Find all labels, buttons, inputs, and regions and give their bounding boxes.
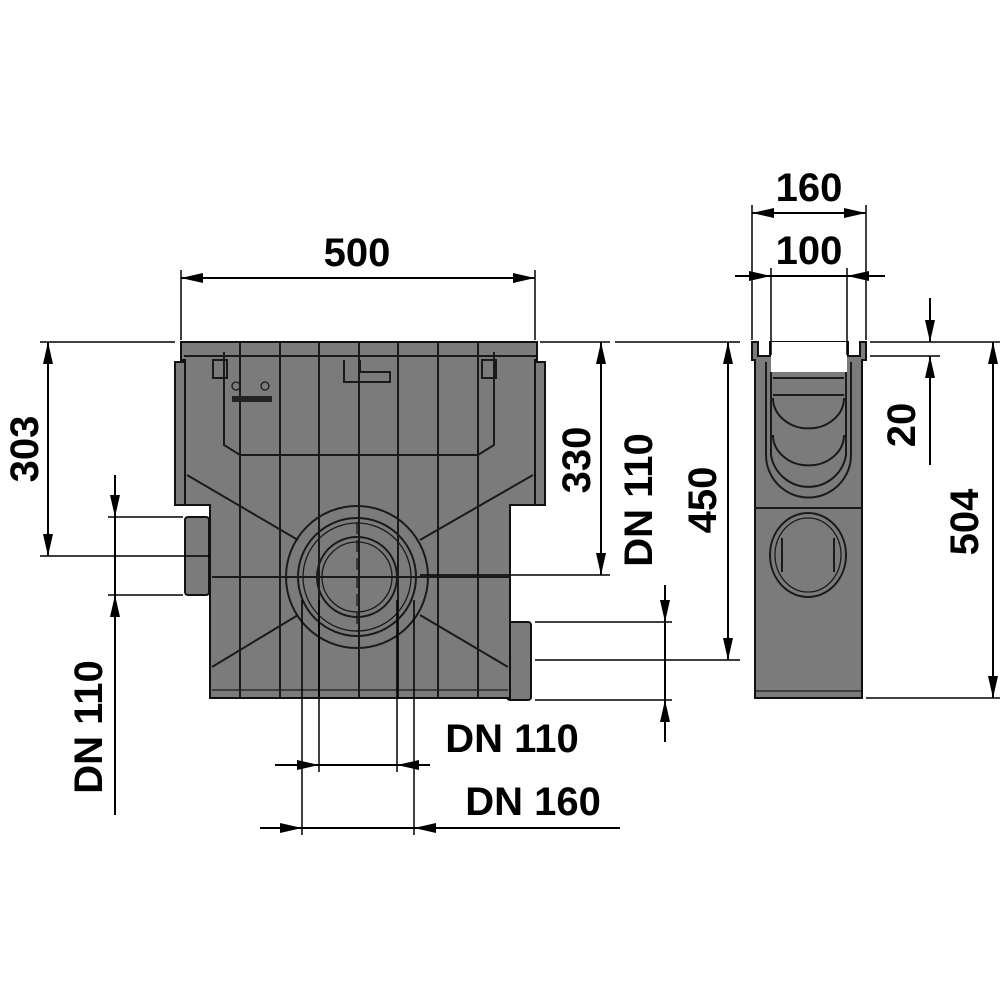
dimension-450: 450 [535,341,740,661]
dimension-303: 303 [3,341,210,557]
dim-label-160: 160 [776,166,843,210]
dim-label-center-dn110: DN 110 [445,717,578,761]
dim-label-left-dn110: DN 110 [67,660,111,793]
dim-label-500: 500 [324,231,391,275]
dim-label-20: 20 [880,403,924,448]
dim-label-100: 100 [776,229,843,273]
dimension-center-dn160: DN 160 [260,600,620,835]
dim-label-504: 504 [943,488,987,555]
dimension-504: 504 [866,342,1000,699]
dim-label-303: 303 [3,416,47,483]
dim-label-330: 330 [555,427,599,494]
brand-logo [232,396,272,402]
side-body [751,341,867,699]
dimension-330: 330 [420,341,610,576]
dimension-500: 500 [180,231,536,340]
side-view [751,341,867,699]
dim-label-right-dn110: DN 110 [617,433,661,566]
dimension-right-dn110: DN 110 [535,433,672,742]
dimension-left-dn110: DN 110 [67,475,183,815]
dimension-20: 20 [870,298,1000,465]
left-side-strip [174,361,186,506]
dimension-center-dn110: DN 110 [275,600,579,772]
dimension-100: 100 [735,229,885,355]
front-view [174,341,546,701]
dim-label-450: 450 [681,467,725,534]
dimension-160: 160 [751,166,867,340]
dim-label-center-dn160: DN 160 [465,780,601,824]
right-side-strip [534,361,546,506]
center-outlet [285,505,429,649]
